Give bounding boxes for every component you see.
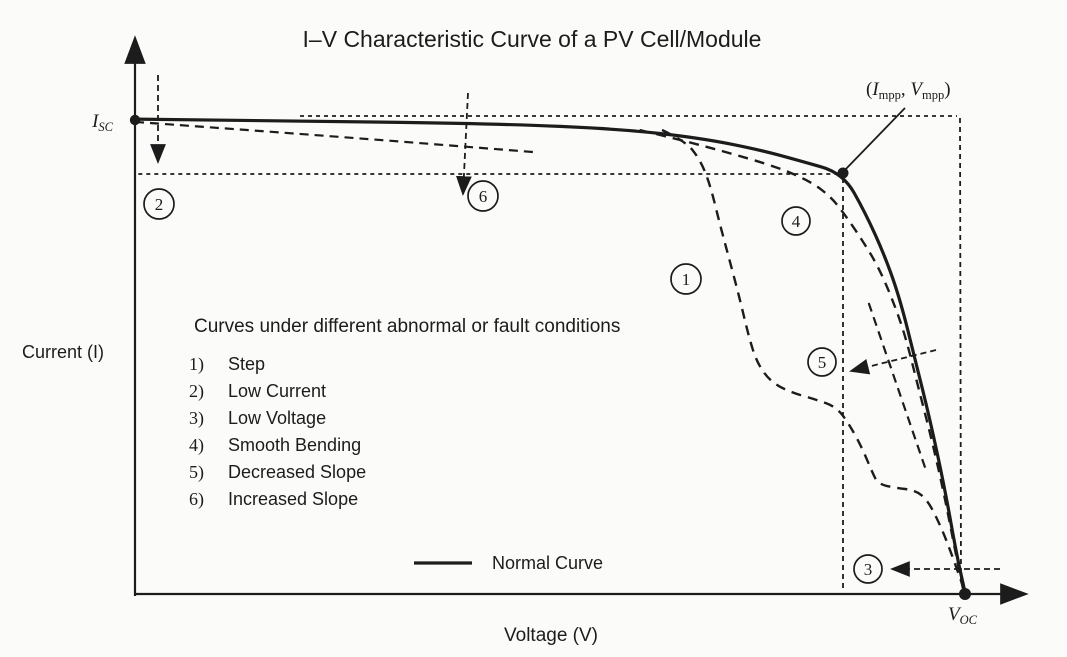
fault-marker-circle [143, 188, 175, 220]
legend: Normal Curve [414, 553, 603, 573]
item-label: Step [228, 354, 265, 374]
mpp-v: V [910, 79, 924, 100]
curve-normal [134, 117, 967, 593]
isc-sub: SC [98, 120, 113, 134]
fault-marker-2: 2 [143, 188, 175, 220]
mpp-open: ( [866, 79, 872, 100]
fault-marker-4: 4 [781, 206, 811, 236]
fault-marker-circle [467, 180, 499, 212]
curve-step [661, 128, 967, 593]
y-axis-label: Current (I) [22, 342, 104, 362]
reference-lines [300, 115, 962, 592]
iv-curves [134, 117, 967, 593]
fault-list-item: 2) Low Current [189, 381, 326, 402]
arrow-decreased-slope [849, 349, 937, 375]
mpp-point [837, 167, 849, 179]
isc-point [129, 114, 141, 126]
item-num: 6) [189, 489, 204, 510]
ref-line-voc-vertical [959, 117, 962, 586]
voc-sub: OC [960, 613, 978, 627]
fault-marker-number: 4 [792, 212, 801, 231]
fault-list-item: 5) Decreased Slope [189, 462, 366, 483]
isc-main: I [91, 111, 100, 132]
mpp-sep: , [901, 79, 911, 100]
fault-list-header: Curves under different abnormal or fault… [194, 316, 620, 337]
annotation-arrows [150, 75, 1000, 577]
item-label: Smooth Bending [228, 435, 361, 455]
mpp-leader-line [842, 107, 906, 173]
item-label: Decreased Slope [228, 462, 366, 482]
item-num: 3) [189, 408, 204, 429]
item-label: Low Voltage [228, 408, 326, 428]
item-label: Increased Slope [228, 489, 358, 509]
item-label: Low Current [228, 381, 326, 401]
axes [124, 35, 1029, 605]
item-num: 4) [189, 435, 204, 456]
fault-list-item: 1) Step [189, 354, 265, 375]
item-num: 1) [189, 354, 204, 375]
mpp-label: (Impp, Vmpp) [866, 79, 951, 102]
fault-marker-number: 5 [818, 353, 827, 372]
mpp-v-sub: mpp [922, 88, 944, 102]
curve-smooth-bending [639, 128, 965, 591]
voc-label: VOC [948, 604, 978, 627]
mpp-close: ) [944, 79, 950, 100]
fault-marker-circle [807, 347, 837, 377]
mpp-i-sub: mpp [879, 88, 901, 102]
fault-condition-list: Curves under different abnormal or fault… [189, 316, 620, 510]
fault-marker-6: 6 [467, 180, 499, 212]
voc-main: V [948, 604, 962, 625]
fault-marker-3: 3 [853, 554, 883, 584]
legend-label: Normal Curve [492, 553, 603, 573]
fault-marker-1: 1 [670, 263, 702, 295]
fault-number-markers: 1 2 3 4 5 6 [143, 180, 883, 584]
curve-increased-slope [134, 120, 536, 154]
fault-marker-circle [670, 263, 702, 295]
fault-marker-number: 6 [479, 187, 488, 206]
fault-marker-number: 3 [864, 560, 873, 579]
fault-marker-number: 1 [682, 270, 691, 289]
fault-marker-number: 2 [155, 195, 164, 214]
item-num: 5) [189, 462, 204, 483]
figure-title: I–V Characteristic Curve of a PV Cell/Mo… [303, 26, 762, 52]
item-num: 2) [189, 381, 204, 402]
fault-marker-5: 5 [807, 347, 837, 377]
mpp-i: I [871, 79, 880, 100]
x-axis-label: Voltage (V) [504, 625, 598, 646]
fault-marker-circle [853, 554, 883, 584]
fault-list-item: 6) Increased Slope [189, 489, 358, 510]
voc-point [959, 588, 971, 600]
fault-list-item: 4) Smooth Bending [189, 435, 361, 456]
key-points [129, 114, 971, 600]
arrow-increased-slope [455, 92, 472, 196]
fault-list-item: 3) Low Voltage [189, 408, 326, 429]
fault-marker-circle [781, 206, 811, 236]
isc-label: ISC [91, 111, 114, 134]
